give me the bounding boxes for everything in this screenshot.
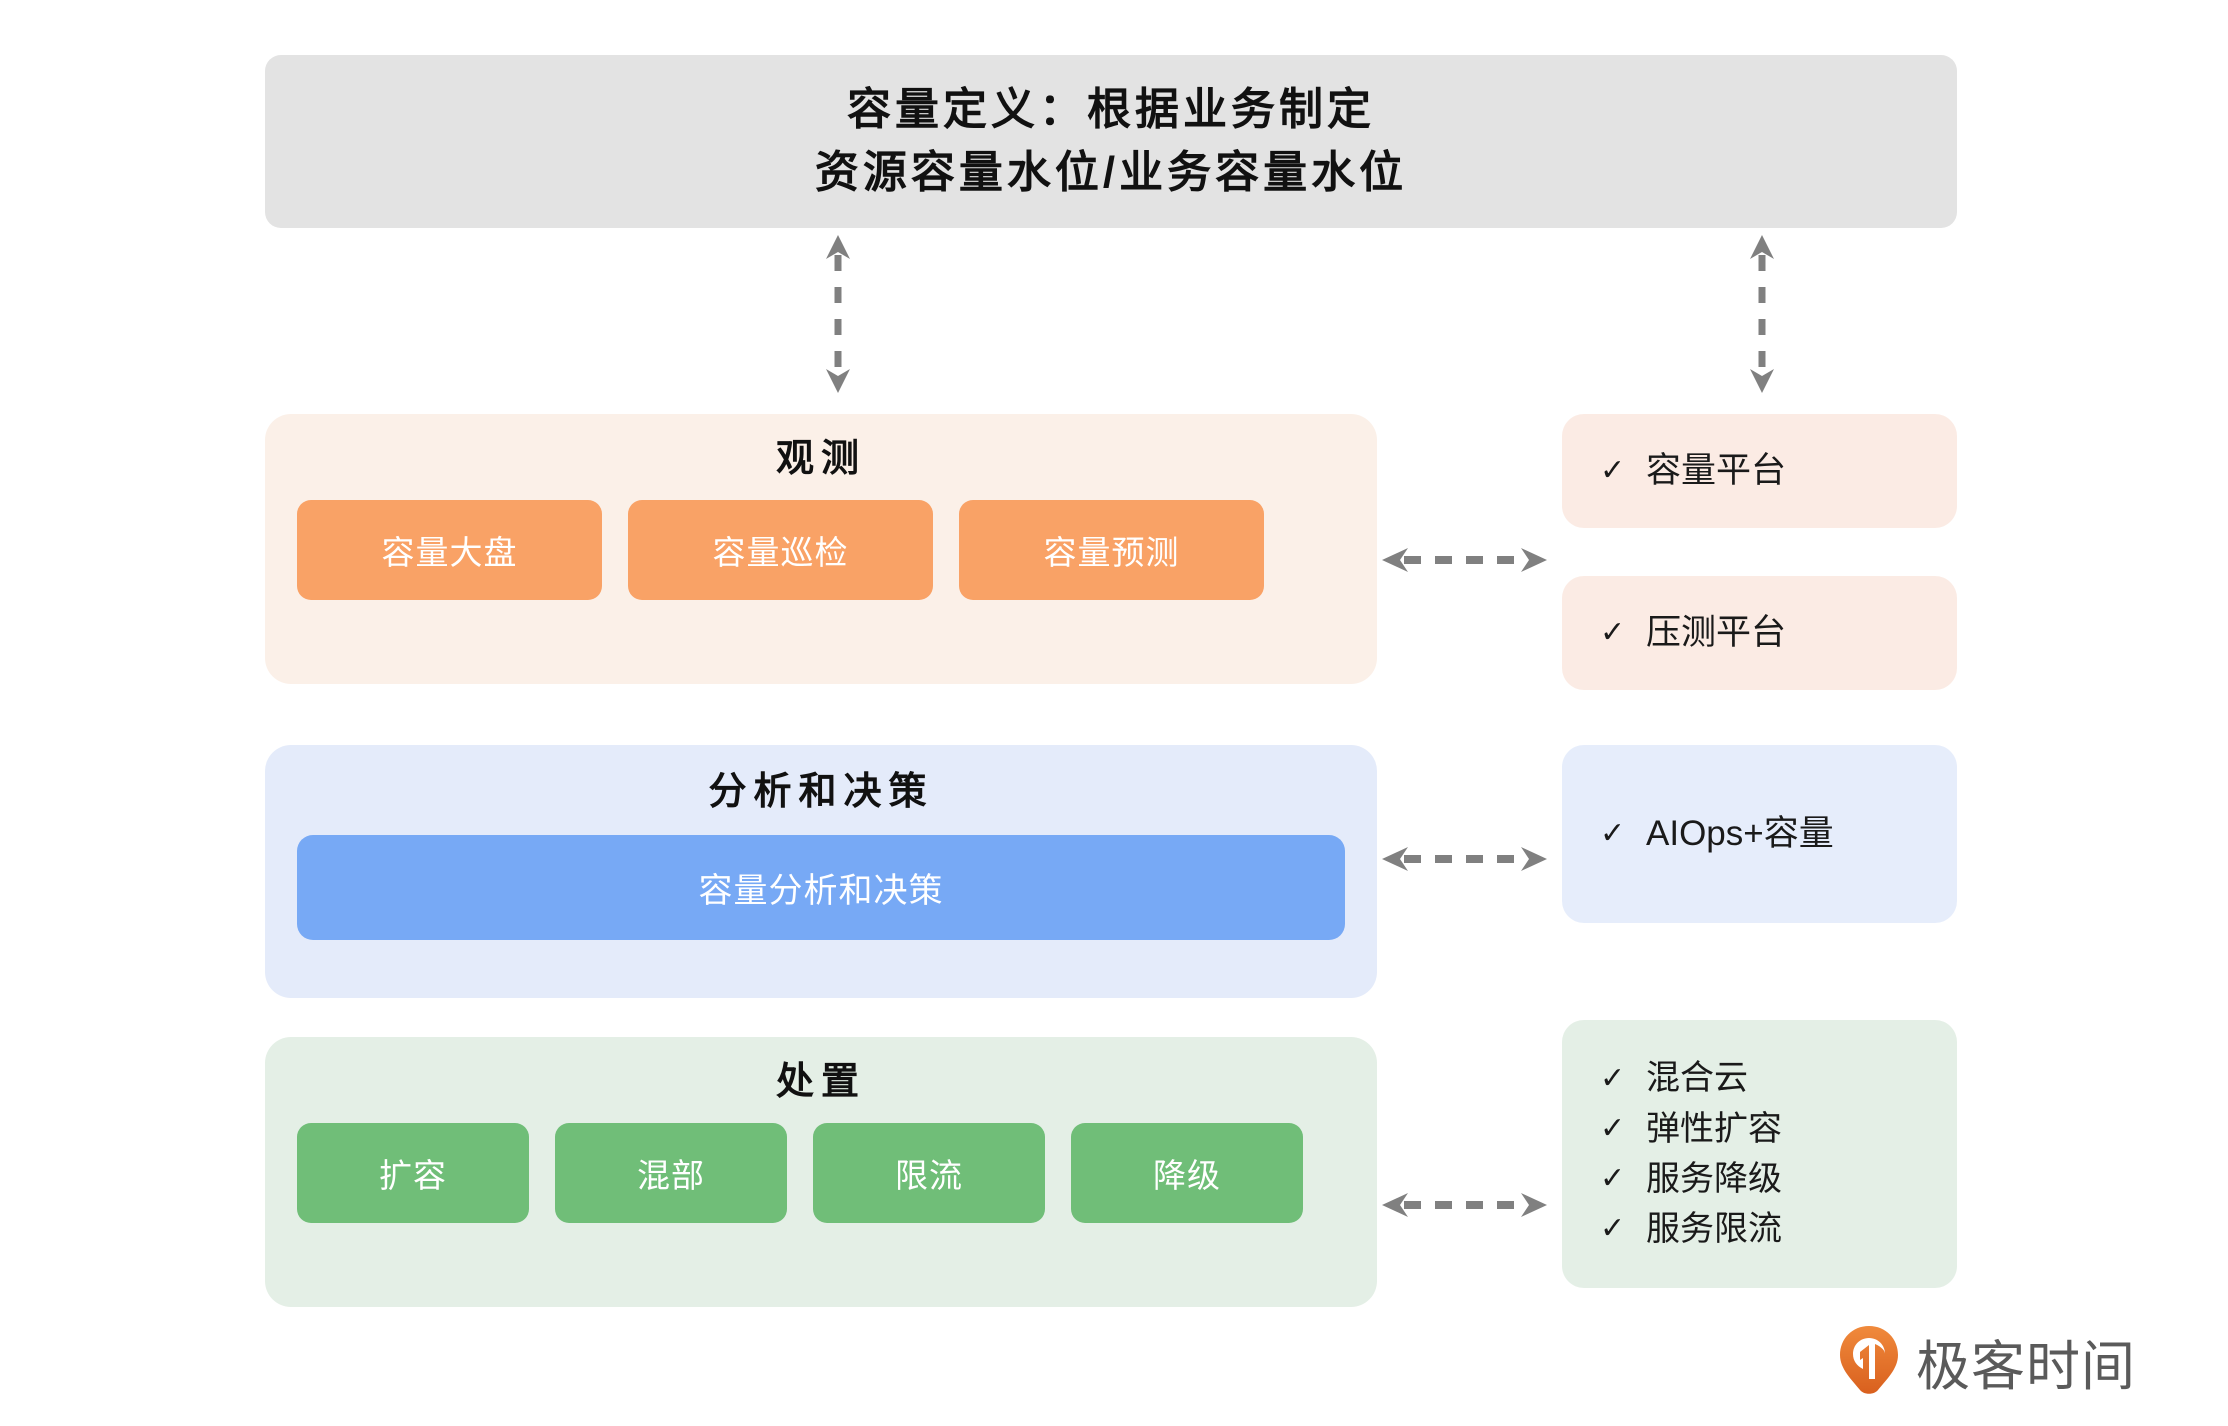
- check-icon: ✓: [1600, 1162, 1626, 1196]
- logo-text: 极客时间: [1916, 1337, 2136, 1397]
- check-icon: ✓: [1600, 816, 1626, 850]
- chip-row-observe: 容量大盘 容量巡检 容量预测: [265, 499, 1377, 600]
- list-item: ✓ AIOps+容量: [1600, 808, 1957, 860]
- check-icon: ✓: [1600, 1111, 1626, 1145]
- list-item: ✓ 弹性扩容: [1600, 1104, 1957, 1154]
- banner-line-1: 容量定义：根据业务制定: [847, 85, 1375, 135]
- vertical-double-arrow-icon-left: [823, 235, 853, 393]
- banner-line-2: 资源容量水位/业务容量水位: [814, 147, 1408, 197]
- layer-title-analyze: 分析和决策: [708, 771, 934, 813]
- layer-panel-analyze: 分析和决策 容量分析和决策: [265, 745, 1377, 998]
- check-icon: ✓: [1600, 1061, 1626, 1095]
- side-item-label: AIOps+容量: [1646, 814, 1834, 854]
- list-item: ✓ 压测平台: [1600, 607, 1957, 659]
- list-item: ✓ 容量平台: [1600, 445, 1957, 497]
- chip-capacity-forecast[interactable]: 容量预测: [959, 499, 1264, 600]
- side-item-label: 压测平台: [1646, 613, 1787, 653]
- side-item-label: 容量平台: [1646, 451, 1787, 491]
- list-item: ✓ 服务降级: [1600, 1154, 1957, 1204]
- layer-panel-dispose: 处置 扩容 混部 限流 降级: [265, 1037, 1377, 1307]
- chip-scale-out[interactable]: 扩容: [297, 1122, 529, 1223]
- capacity-definition-banner: 容量定义：根据业务制定 资源容量水位/业务容量水位: [265, 55, 1957, 228]
- horizontal-double-arrow-icon-observe: [1382, 543, 1547, 577]
- vertical-double-arrow-icon-right: [1747, 235, 1777, 393]
- chip-capacity-inspection[interactable]: 容量巡检: [628, 499, 933, 600]
- side-item-label: 服务限流: [1646, 1210, 1782, 1249]
- chip-capacity-dashboard[interactable]: 容量大盘: [297, 499, 602, 600]
- chip-row-dispose: 扩容 混部 限流 降级: [265, 1122, 1377, 1223]
- check-icon: ✓: [1600, 1212, 1626, 1246]
- layer-title-observe: 观测: [775, 438, 866, 480]
- horizontal-double-arrow-icon-dispose: [1382, 1188, 1547, 1222]
- bar-capacity-analysis-decision[interactable]: 容量分析和决策: [297, 834, 1345, 940]
- horizontal-double-arrow-icon-analyze: [1382, 842, 1547, 876]
- side-card-aiops-capacity: ✓ AIOps+容量: [1562, 745, 1957, 923]
- chip-rate-limit[interactable]: 限流: [813, 1122, 1045, 1223]
- side-item-label: 服务降级: [1646, 1160, 1782, 1198]
- brand-logo: 极客时间: [1838, 1322, 2136, 1401]
- chip-colocation[interactable]: 混部: [555, 1122, 787, 1223]
- list-item: ✓ 服务限流: [1600, 1204, 1957, 1254]
- chip-degrade[interactable]: 降级: [1071, 1122, 1303, 1223]
- side-item-label: 弹性扩容: [1646, 1109, 1782, 1148]
- side-card-dispose-capabilities: ✓ 混合云 ✓ 弹性扩容 ✓ 服务降级 ✓ 服务限流: [1562, 1020, 1957, 1288]
- layer-title-dispose: 处置: [775, 1061, 866, 1103]
- side-item-label: 混合云: [1646, 1059, 1748, 1098]
- check-icon: ✓: [1600, 453, 1626, 487]
- geektime-mark-icon: [1838, 1324, 1900, 1399]
- check-icon: ✓: [1600, 615, 1626, 649]
- list-item: ✓ 混合云: [1600, 1053, 1957, 1103]
- side-card-stress-platform: ✓ 压测平台: [1562, 576, 1957, 690]
- layer-panel-observe: 观测 容量大盘 容量巡检 容量预测: [265, 414, 1377, 684]
- side-card-capacity-platform: ✓ 容量平台: [1562, 414, 1957, 528]
